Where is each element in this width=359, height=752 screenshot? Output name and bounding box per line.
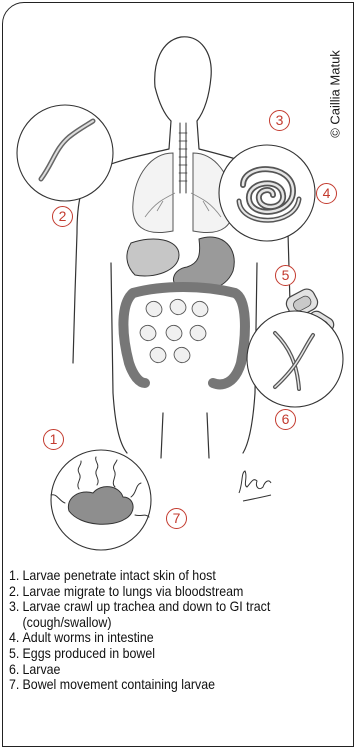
stage-number-1: 1 — [43, 429, 64, 450]
legend-text: Bowel movement containing larvae — [23, 677, 216, 692]
legend-item: 2.Larvae migrate to lungs via bloodstrea… — [9, 584, 315, 600]
legend-item: 5.Eggs produced in bowel — [9, 646, 315, 662]
larva-lungs-circle — [17, 105, 113, 201]
larvae-circle — [247, 311, 343, 407]
legend-text: Larvae — [23, 662, 61, 677]
artist-signature — [239, 471, 271, 501]
legend-item: 6.Larvae — [9, 662, 315, 678]
legend-item: 3.Larvae crawl up trachea and down to GI… — [9, 599, 315, 630]
liver — [127, 239, 179, 276]
image-credit: © Caillia Matuk — [325, 29, 345, 159]
small-intestine — [140, 299, 208, 362]
legend-text: Adult worms in intestine — [23, 630, 154, 645]
life-cycle-illustration — [3, 3, 354, 563]
stage-number-6: 6 — [275, 409, 296, 430]
legend-item: 4.Adult worms in intestine — [9, 630, 315, 646]
legend-text: Eggs produced in bowel — [23, 646, 156, 661]
legend-item: 7.Bowel movement containing larvae — [9, 677, 315, 693]
stage-number-3: 3 — [269, 110, 290, 131]
stage-number-4: 4 — [316, 183, 337, 204]
stage-number-7: 7 — [166, 508, 187, 529]
stage-number-2: 2 — [52, 206, 73, 227]
illustration-frame: © Caillia Matuk 3 2 4 5 6 1 7 1.Larvae p… — [2, 2, 354, 747]
credit-text: © Caillia Matuk — [328, 50, 343, 138]
legend-item: 1.Larvae penetrate intact skin of host — [9, 568, 315, 584]
legend-text: Larvae penetrate intact skin of host — [23, 568, 216, 583]
legend-text: Larvae migrate to lungs via bloodstream — [23, 584, 244, 599]
stage-number-5: 5 — [275, 265, 296, 286]
life-cycle-legend: 1.Larvae penetrate intact skin of host 2… — [9, 568, 315, 693]
legend-text: Larvae crawl up trachea and down to GI t… — [23, 599, 271, 630]
